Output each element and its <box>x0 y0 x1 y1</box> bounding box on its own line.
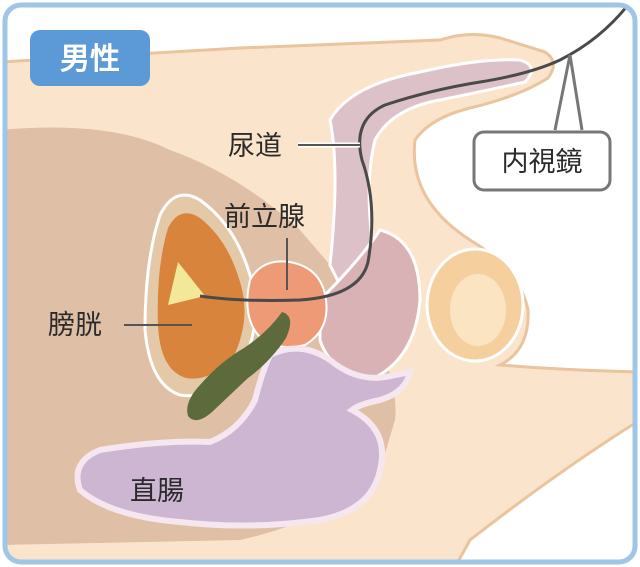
title-badge <box>30 30 150 86</box>
title-badge-text: 男性 <box>60 42 120 77</box>
urethra-channel <box>328 58 533 308</box>
endoscope-label: 内視鏡 <box>502 147 583 178</box>
scope-light <box>168 262 205 305</box>
testis-inner <box>450 274 506 346</box>
endoscope-label-box <box>472 130 612 192</box>
bladder-label: 膀胱 <box>48 310 102 341</box>
endoscope-wire[interactable] <box>199 5 630 302</box>
endoscope-pointer <box>553 54 584 131</box>
rectum-label: 直腸 <box>130 476 184 507</box>
rectum <box>74 345 414 529</box>
prostate <box>246 260 328 348</box>
urethra-label: 尿道 <box>228 131 282 162</box>
stool <box>187 312 291 421</box>
prostate-label: 前立腺 <box>224 202 305 233</box>
